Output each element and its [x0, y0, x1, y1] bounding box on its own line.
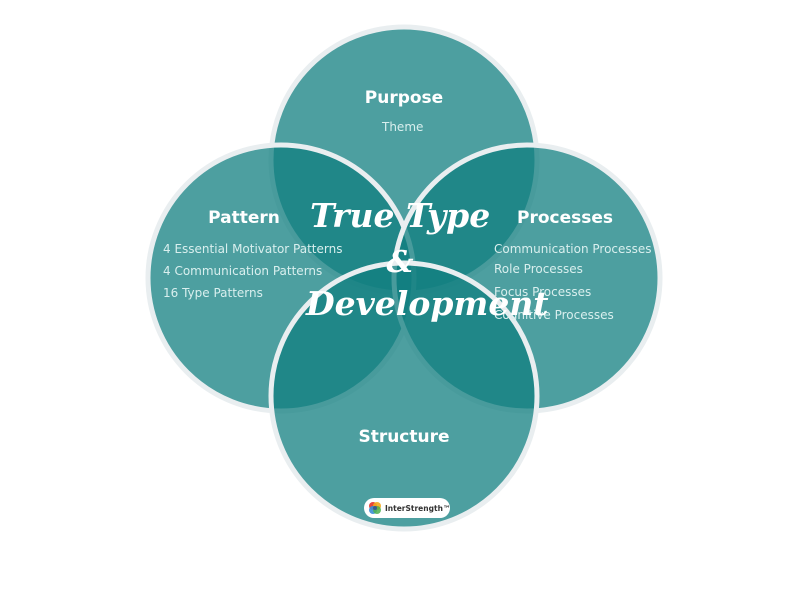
- pattern-item: 4 Essential Motivator Patterns: [163, 242, 343, 256]
- processes-item: Cognitive Processes: [494, 307, 614, 322]
- center-title-line-1: True Type: [310, 196, 491, 235]
- purpose-title: Purpose: [364, 88, 444, 108]
- processes-title: Processes: [516, 208, 613, 228]
- purpose-item-theme: Theme: [382, 120, 424, 134]
- structure-title: Structure: [358, 427, 450, 447]
- interstrength-logo-icon: [369, 502, 381, 514]
- pattern-items: 4 Essential Motivator Patterns 4 Communi…: [163, 242, 343, 308]
- center-title-ampersand: &: [386, 245, 414, 280]
- processes-item: Focus Processes: [494, 285, 592, 300]
- interstrength-logo: InterStrength™: [364, 498, 450, 518]
- processes-items: Communication Processes Role Processes F…: [494, 242, 652, 329]
- pattern-item: 16 Type Patterns: [163, 286, 263, 301]
- pattern-title: Pattern: [208, 208, 280, 228]
- pattern-item: 4 Communication Patterns: [163, 264, 323, 279]
- processes-item: Communication Processes: [494, 242, 652, 256]
- structure-circle: [268, 260, 540, 532]
- center-title-line-3: Development: [306, 284, 549, 323]
- processes-item: Role Processes: [494, 262, 583, 277]
- logo-text: InterStrength™: [385, 503, 451, 513]
